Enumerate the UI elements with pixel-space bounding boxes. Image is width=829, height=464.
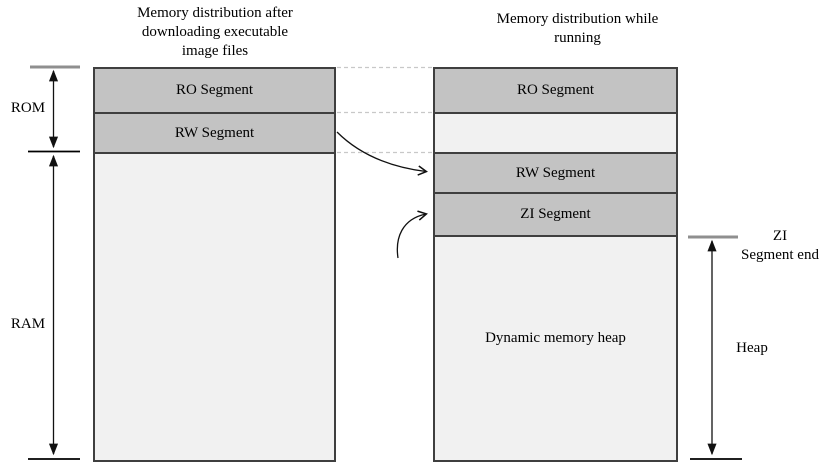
left-empty-ram-area bbox=[95, 154, 334, 460]
rw-segment-copy-arrow bbox=[336, 131, 426, 172]
right-rw-segment-label: RW Segment bbox=[515, 164, 596, 181]
left-rw-segment-label: RW Segment bbox=[174, 124, 255, 141]
right-rw-segment: RW Segment bbox=[435, 154, 676, 194]
zi-segment-init-arrow bbox=[396, 214, 426, 259]
dynamic-memory-heap-area: Dynamic memory heap bbox=[435, 237, 676, 460]
memory-box-after-download: RO Segment RW Segment bbox=[93, 67, 336, 462]
right-zi-segment: ZI Segment bbox=[435, 194, 676, 237]
rom-label: ROM bbox=[10, 100, 46, 116]
right-ro-segment-label: RO Segment bbox=[516, 82, 595, 98]
right-ro-segment: RO Segment bbox=[435, 69, 676, 114]
memory-box-while-running: RO Segment RW Segment ZI Segment Dynamic… bbox=[433, 67, 678, 462]
ram-label: RAM bbox=[10, 316, 46, 332]
right-unused-gap bbox=[435, 114, 676, 154]
dynamic-memory-heap-label: Dynamic memory heap bbox=[485, 330, 626, 346]
right-zi-segment-label: ZI Segment bbox=[520, 206, 591, 222]
left-rw-segment: RW Segment bbox=[95, 114, 334, 154]
left-ro-segment-label: RO Segment bbox=[175, 82, 254, 98]
left-column-title: Memory distribution after downloading ex… bbox=[137, 5, 293, 59]
heap-label: Heap bbox=[736, 340, 768, 356]
left-ro-segment: RO Segment bbox=[95, 69, 334, 114]
zi-segment-end-label: ZI Segment end bbox=[741, 228, 819, 263]
right-column-title: Memory distribution while running bbox=[496, 11, 659, 46]
